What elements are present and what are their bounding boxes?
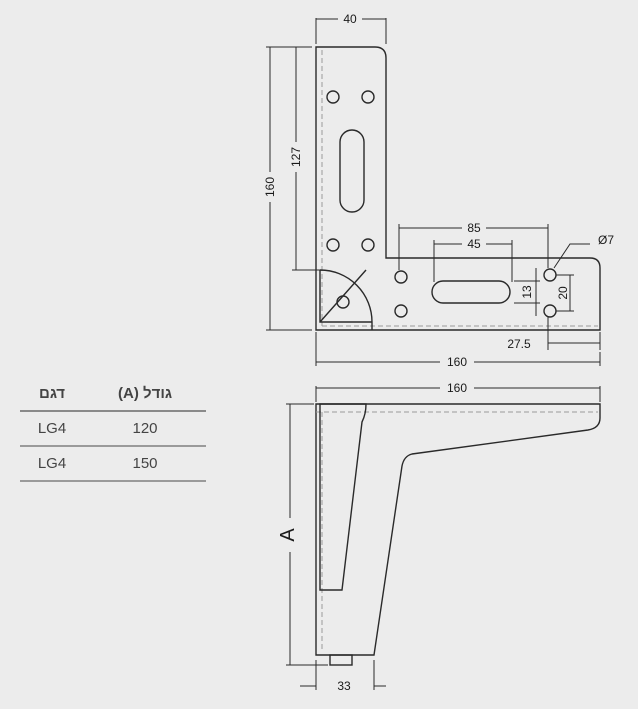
dim-foot-width: 33 xyxy=(337,679,351,693)
dim-base-width-top: 160 xyxy=(447,355,467,369)
dim-full-height: 160 xyxy=(263,177,277,197)
cell-model: LG4 xyxy=(20,446,85,482)
dim-hole-spacing-vertical: 20 xyxy=(556,286,570,300)
hole-right-upper xyxy=(543,268,557,282)
side-view: 160 A 33 xyxy=(277,381,601,693)
header-size: גודל (A) xyxy=(84,376,206,412)
dim-height-label: A xyxy=(277,528,299,542)
dim-hole-spacing-outer: 85 xyxy=(467,221,481,235)
hole-top-left xyxy=(326,90,340,104)
hole-left-lower xyxy=(394,304,408,318)
table-row: 150 LG4 xyxy=(20,446,206,482)
table-row: 120 LG4 xyxy=(20,411,206,447)
hole-right-lower xyxy=(543,304,557,318)
header-model: דגם xyxy=(20,376,85,412)
slot-horizontal xyxy=(431,280,511,304)
dim-slot-length: 45 xyxy=(467,237,481,251)
top-view: 40 160 127 85 45 Ø7 13 xyxy=(263,12,614,369)
dim-base-width-side: 160 xyxy=(447,381,467,395)
dim-hole-offset-small: 13 xyxy=(520,285,534,299)
dim-inner-height: 127 xyxy=(289,147,303,167)
side-leg-inner xyxy=(319,403,367,591)
hole-left-upper xyxy=(394,270,408,284)
side-foot xyxy=(329,654,353,666)
table-header-row: גודל (A) דגם xyxy=(20,376,206,412)
side-top-plate xyxy=(315,403,601,656)
cell-size: 150 xyxy=(84,446,206,482)
hole-mid-right xyxy=(361,238,375,252)
cell-size: 120 xyxy=(84,411,206,447)
corner-hole xyxy=(336,295,350,309)
corner-bracket xyxy=(319,269,373,330)
dim-hole-diameter: Ø7 xyxy=(598,233,614,247)
slot-vertical xyxy=(339,129,365,213)
hole-mid-left xyxy=(326,238,340,252)
dim-top-width: 40 xyxy=(343,12,357,26)
dim-edge-offset: 27.5 xyxy=(507,337,531,351)
plate-outline xyxy=(315,46,601,331)
hole-top-right xyxy=(361,90,375,104)
cell-model: LG4 xyxy=(20,411,85,447)
spec-table: גודל (A) דגם 120 LG4 150 LG4 xyxy=(20,376,206,482)
